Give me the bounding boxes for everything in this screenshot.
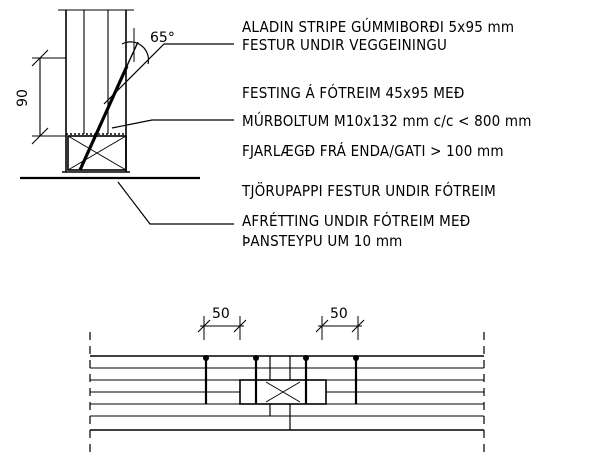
dimension-tick [233,319,247,333]
screw-head [303,355,309,361]
joint-block-cross [265,381,301,403]
note-levelling-line-2: ÞANSTEYPU UM 10 mm [242,232,403,250]
dimension-tick [351,319,365,333]
leader-stripe [103,43,234,105]
note-fastening-line-3: FJARLÆGÐ FRÁ ENDA/GATI > 100 mm [242,142,504,160]
note-fastening-line-2: MÚRBOLTUM M10x132 mm c/c < 800 mm [242,112,532,130]
sole-plate-cross [67,135,127,171]
note-fastening-line-1: FESTING Á FÓTREIM 45x95 MEÐ [242,84,465,102]
note-levelling-line-1: AFRÉTTING UNDIR FÓTREIM MEÐ [242,212,471,230]
spacing-left-label: 50 [212,306,230,322]
screw-head [253,355,259,361]
height-dimension-label: 90 [14,89,31,107]
joint-block [239,379,327,405]
leader-levelling [117,181,234,225]
screw-head [353,355,359,361]
spacing-right-label: 50 [330,306,348,322]
dimension-tick [315,319,329,333]
screw-head [203,355,209,361]
dimension-tick [197,319,211,333]
anchor-bolt [78,65,129,171]
leader-fastening [111,119,234,129]
note-stripe-line-1: ALADIN STRIPE GÚMMIBORÐI 5x95 mm [242,18,515,36]
note-tarpaper: TJÖRUPAPPI FESTUR UNDIR FÓTREIM [242,182,497,200]
anchor-bolt-head [125,41,139,69]
angle-label: 65° [150,30,175,46]
note-stripe-line-2: FESTUR UNDIR VEGGEININGU [242,36,448,54]
